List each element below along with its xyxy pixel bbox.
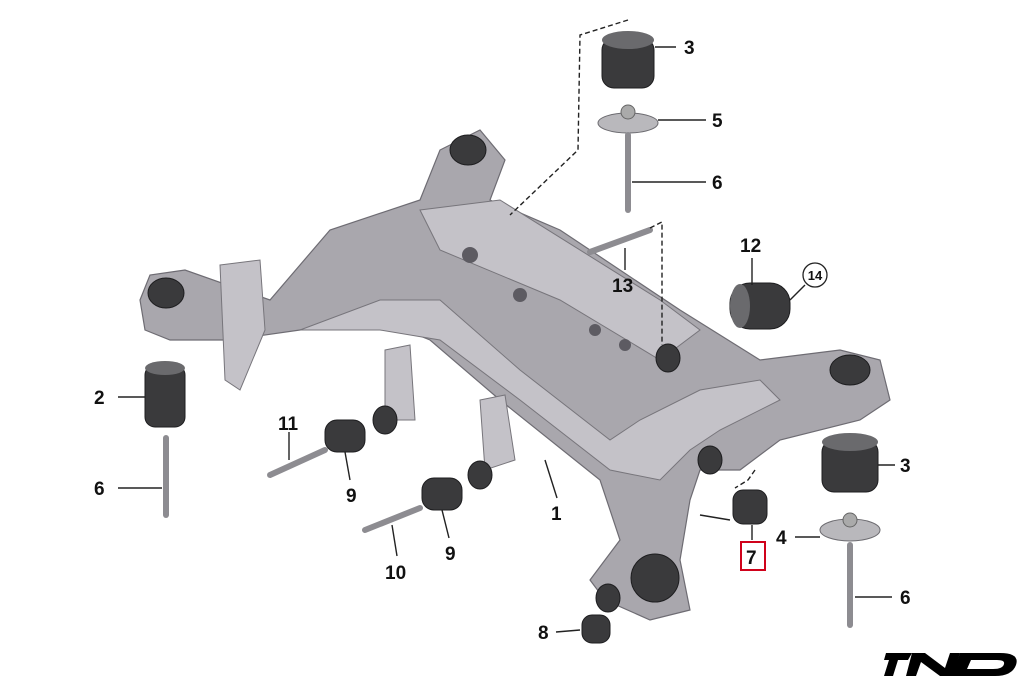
assembly-line [734,469,756,489]
part-3-right-bushing [821,433,879,493]
callout-2: 2 [94,388,105,409]
part-13-bolt [587,227,653,255]
callout-6: 6 [94,479,105,500]
part-10-bolt [362,505,423,533]
callout-5: 5 [712,111,723,132]
rear-subframe [139,129,891,621]
part-9-upper-bushing [324,419,366,453]
assembly-line [649,220,663,345]
callout-7-highlighted: 7 [746,548,757,569]
callout-11: 11 [278,414,299,435]
part-12-bushing [729,282,791,330]
assembly-line [509,19,629,216]
part-5-disc [597,104,659,134]
callout-3: 3 [684,38,695,59]
part-8-bushing [581,614,611,644]
callout-14: 14 [808,268,823,283]
part-4-disc [819,512,881,542]
part-9-lower-bushing [421,477,463,511]
callout-14-circle [802,262,828,288]
part-11-bolt [267,447,328,478]
callout-8: 8 [538,623,549,644]
part-3-top-bushing [601,31,655,89]
callout-3: 3 [900,456,911,477]
callout-1: 1 [551,504,562,525]
part-2-bushing [144,361,186,428]
highlight-box [740,541,766,571]
callout-10: 10 [385,563,406,584]
callout-9: 9 [346,486,357,507]
callout-13: 13 [612,276,633,297]
callout-9: 9 [445,544,456,565]
leader-lines [118,46,895,633]
callout-6: 6 [712,173,723,194]
ind-logo [884,653,1017,676]
callout-12: 12 [740,236,761,257]
part-7-bushing [732,489,768,525]
callout-4: 4 [776,528,787,549]
callout-6: 6 [900,588,911,609]
